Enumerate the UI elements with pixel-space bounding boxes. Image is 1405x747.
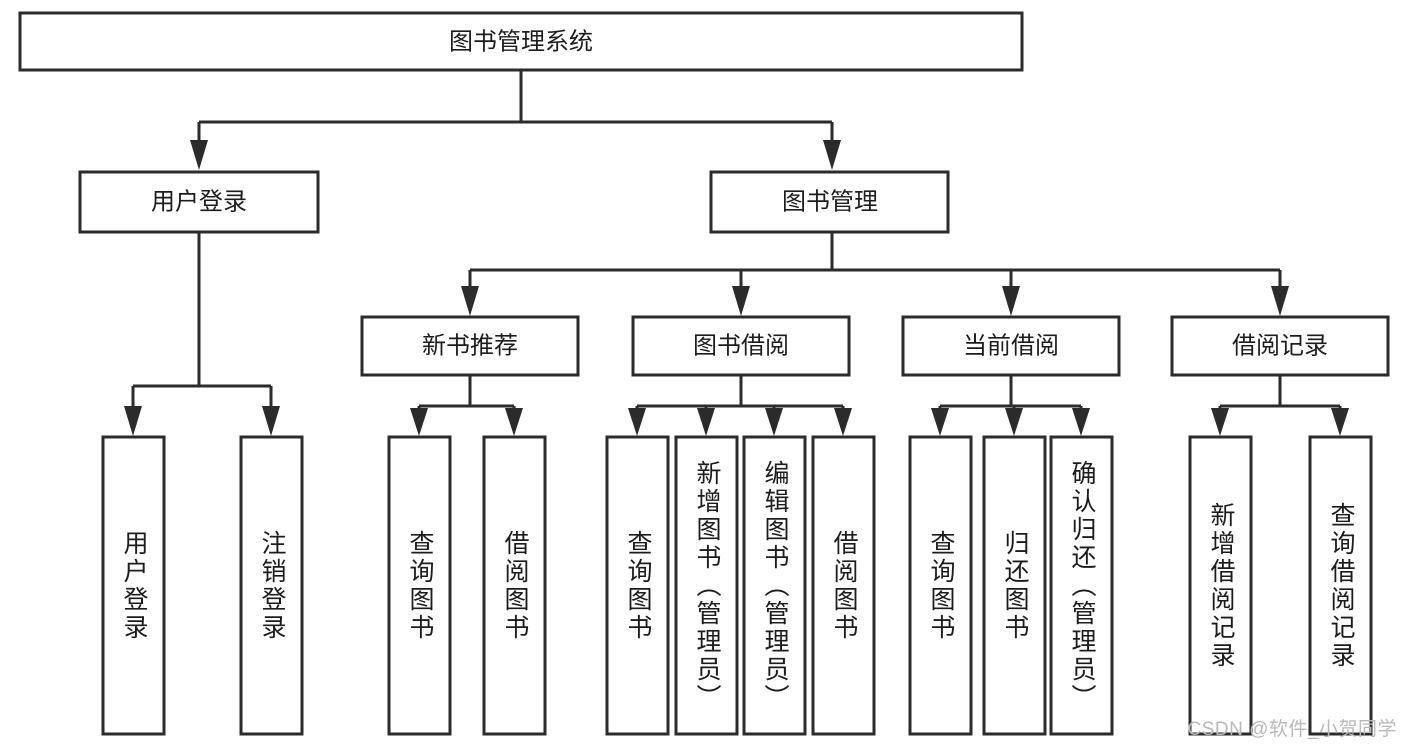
- arrow-to-book-manage: [823, 140, 841, 170]
- arrow-to-leaf-add-record: [1211, 408, 1229, 436]
- arrow-to-leaf-confirm-return: [1072, 408, 1090, 436]
- node-current-borrow[interactable]: 当前借阅: [901, 315, 1121, 377]
- node-root-box[interactable]: [18, 11, 1024, 72]
- node-root[interactable]: 图书管理系统: [18, 11, 1024, 72]
- node-user-login-box[interactable]: [78, 170, 320, 234]
- arrow-to-leaf-logout: [262, 406, 280, 436]
- arrow-to-leaf-query-book-2: [628, 408, 646, 436]
- leaf-box-user-login[interactable]: [101, 435, 166, 736]
- node-book-management-label: 图书管理: [782, 188, 878, 215]
- leaf-box-confirm-return[interactable]: [1049, 435, 1114, 736]
- leaf-box-add-book[interactable]: [674, 435, 739, 736]
- leaf-box-borrow-book-1[interactable]: [482, 435, 547, 736]
- node-book-borrow[interactable]: 图书借阅: [631, 315, 851, 377]
- arrow-to-leaf-borrow-book-1: [505, 408, 523, 436]
- leaf-box-edit-book[interactable]: [742, 435, 807, 736]
- leaf-box-return-book[interactable]: [982, 435, 1047, 736]
- arrow-to-book-borrow: [732, 286, 750, 316]
- leaf-box-query-book-2[interactable]: [605, 435, 670, 736]
- arrow-to-user-login: [190, 140, 208, 170]
- leaf-box-query-book-3[interactable]: [908, 435, 973, 736]
- arrow-to-leaf-query-book-1: [410, 408, 428, 436]
- arrow-to-leaf-query-book-3: [931, 408, 949, 436]
- leaf-box-logout[interactable]: [239, 435, 304, 736]
- leaf-box-borrow-book-2[interactable]: [811, 435, 876, 736]
- arrow-to-current-borrow: [1002, 286, 1020, 316]
- node-borrow-record-label: 借阅记录: [1232, 332, 1328, 359]
- node-current-borrow-box[interactable]: [901, 315, 1121, 377]
- arrow-to-new-book-rec: [461, 286, 479, 316]
- leaf-box-query-book-1[interactable]: [387, 435, 452, 736]
- node-book-management[interactable]: 图书管理: [709, 170, 950, 234]
- arrow-to-leaf-edit-book: [765, 408, 783, 436]
- node-new-book-recommend[interactable]: 新书推荐: [360, 315, 580, 377]
- node-current-borrow-label: 当前借阅: [963, 332, 1059, 359]
- leaf-box-add-record[interactable]: [1188, 435, 1253, 736]
- arrow-to-leaf-query-record: [1331, 408, 1349, 436]
- connector-layer: [124, 70, 1349, 436]
- node-new-book-recommend-label: 新书推荐: [422, 332, 518, 359]
- arrow-to-borrow-record: [1271, 286, 1289, 316]
- arrow-to-leaf-add-book: [697, 408, 715, 436]
- node-borrow-record[interactable]: 借阅记录: [1170, 315, 1390, 377]
- node-book-management-box[interactable]: [709, 170, 950, 234]
- arrow-to-leaf-borrow-book-2: [834, 408, 852, 436]
- node-book-borrow-label: 图书借阅: [693, 332, 789, 359]
- leaf-box-layer: [101, 435, 1373, 736]
- arrow-to-leaf-user-login: [124, 406, 142, 436]
- leaf-box-query-record[interactable]: [1308, 435, 1373, 736]
- arrow-to-leaf-return-book: [1005, 408, 1023, 436]
- node-user-login[interactable]: 用户登录: [78, 170, 320, 234]
- node-borrow-record-box[interactable]: [1170, 315, 1390, 377]
- csdn-watermark: CSDN @软件_小贺同学: [1187, 719, 1397, 740]
- node-user-login-label: 用户登录: [151, 188, 247, 215]
- node-book-borrow-box[interactable]: [631, 315, 851, 377]
- node-new-book-recommend-box[interactable]: [360, 315, 580, 377]
- node-root-label: 图书管理系统: [449, 28, 593, 55]
